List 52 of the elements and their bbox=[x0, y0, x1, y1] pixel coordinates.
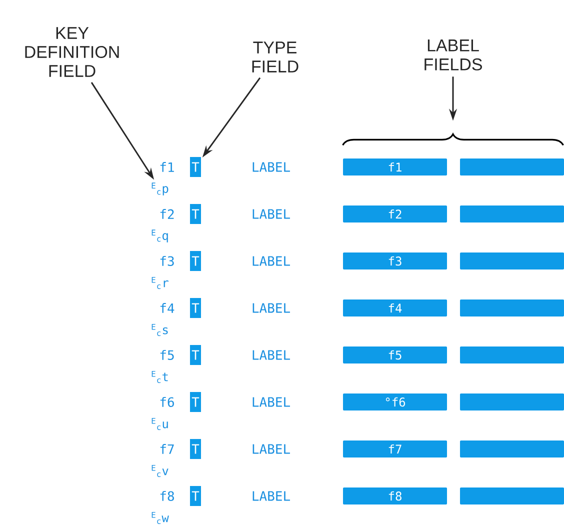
key-name: f5 bbox=[160, 350, 174, 360]
label-field-box: °f6 bbox=[343, 394, 447, 410]
callout-text: TYPE FIELD bbox=[252, 42, 298, 72]
label-field-box bbox=[460, 300, 564, 316]
escape-code: E$_{c}$p bbox=[152, 182, 168, 196]
callout-text: LABEL FIELDS bbox=[424, 40, 482, 70]
key-name: f2 bbox=[160, 209, 174, 219]
label-field-box bbox=[460, 346, 564, 364]
escape-code: E$_{c}$t bbox=[152, 370, 168, 384]
label-field-box bbox=[460, 488, 564, 504]
key-name: f1 bbox=[160, 162, 174, 172]
label-field-box bbox=[460, 252, 564, 270]
escape-code: E$_{c}$q bbox=[152, 230, 168, 242]
label-field-box: f2 bbox=[343, 206, 447, 222]
type-field-box: T bbox=[190, 345, 201, 365]
label-text: LABEL bbox=[252, 162, 290, 172]
escape-code: E$_{c}$s bbox=[152, 324, 168, 336]
key-name: f7 bbox=[160, 444, 174, 454]
label-text: LABEL bbox=[252, 397, 290, 407]
escape-code: E$_{c}$u bbox=[152, 418, 168, 430]
brace bbox=[342, 133, 564, 146]
label-field-box: f8 bbox=[343, 488, 447, 504]
type-field-box: T bbox=[190, 204, 201, 224]
label-text: LABEL bbox=[252, 209, 290, 219]
escape-code: E$_{c}$v bbox=[152, 464, 168, 478]
label-text: LABEL bbox=[252, 256, 290, 266]
label-field-box: f1 bbox=[343, 158, 447, 176]
callout-text: KEY DEFINITION FIELD bbox=[25, 27, 119, 77]
label-field-box bbox=[460, 440, 564, 458]
label-field-box bbox=[460, 158, 564, 176]
key-name: f8 bbox=[160, 490, 174, 502]
type-field-box: T bbox=[190, 298, 201, 318]
label-field-box: f3 bbox=[343, 252, 447, 270]
type-field-box: T bbox=[190, 251, 201, 271]
escape-code: E$_{c}$r bbox=[152, 276, 168, 290]
type-field-box: T bbox=[190, 486, 201, 506]
label-field-box: f5 bbox=[343, 346, 447, 364]
type-field-box: T bbox=[190, 439, 201, 459]
label-text: LABEL bbox=[252, 350, 290, 360]
label-field-box: f4 bbox=[343, 300, 447, 316]
label-text: LABEL bbox=[252, 303, 290, 313]
label-text: LABEL bbox=[252, 491, 290, 501]
key-name: f3 bbox=[160, 256, 174, 266]
key-name: f6 bbox=[160, 396, 174, 408]
escape-code: E$_{c}$w bbox=[152, 512, 169, 524]
label-field-box bbox=[460, 206, 564, 222]
type-field-box: T bbox=[190, 392, 201, 412]
label-text: LABEL bbox=[252, 444, 290, 454]
key-name: f4 bbox=[160, 303, 174, 313]
label-field-box: f7 bbox=[343, 440, 447, 458]
type-field-box: T bbox=[190, 157, 201, 177]
label-field-box bbox=[460, 394, 564, 410]
